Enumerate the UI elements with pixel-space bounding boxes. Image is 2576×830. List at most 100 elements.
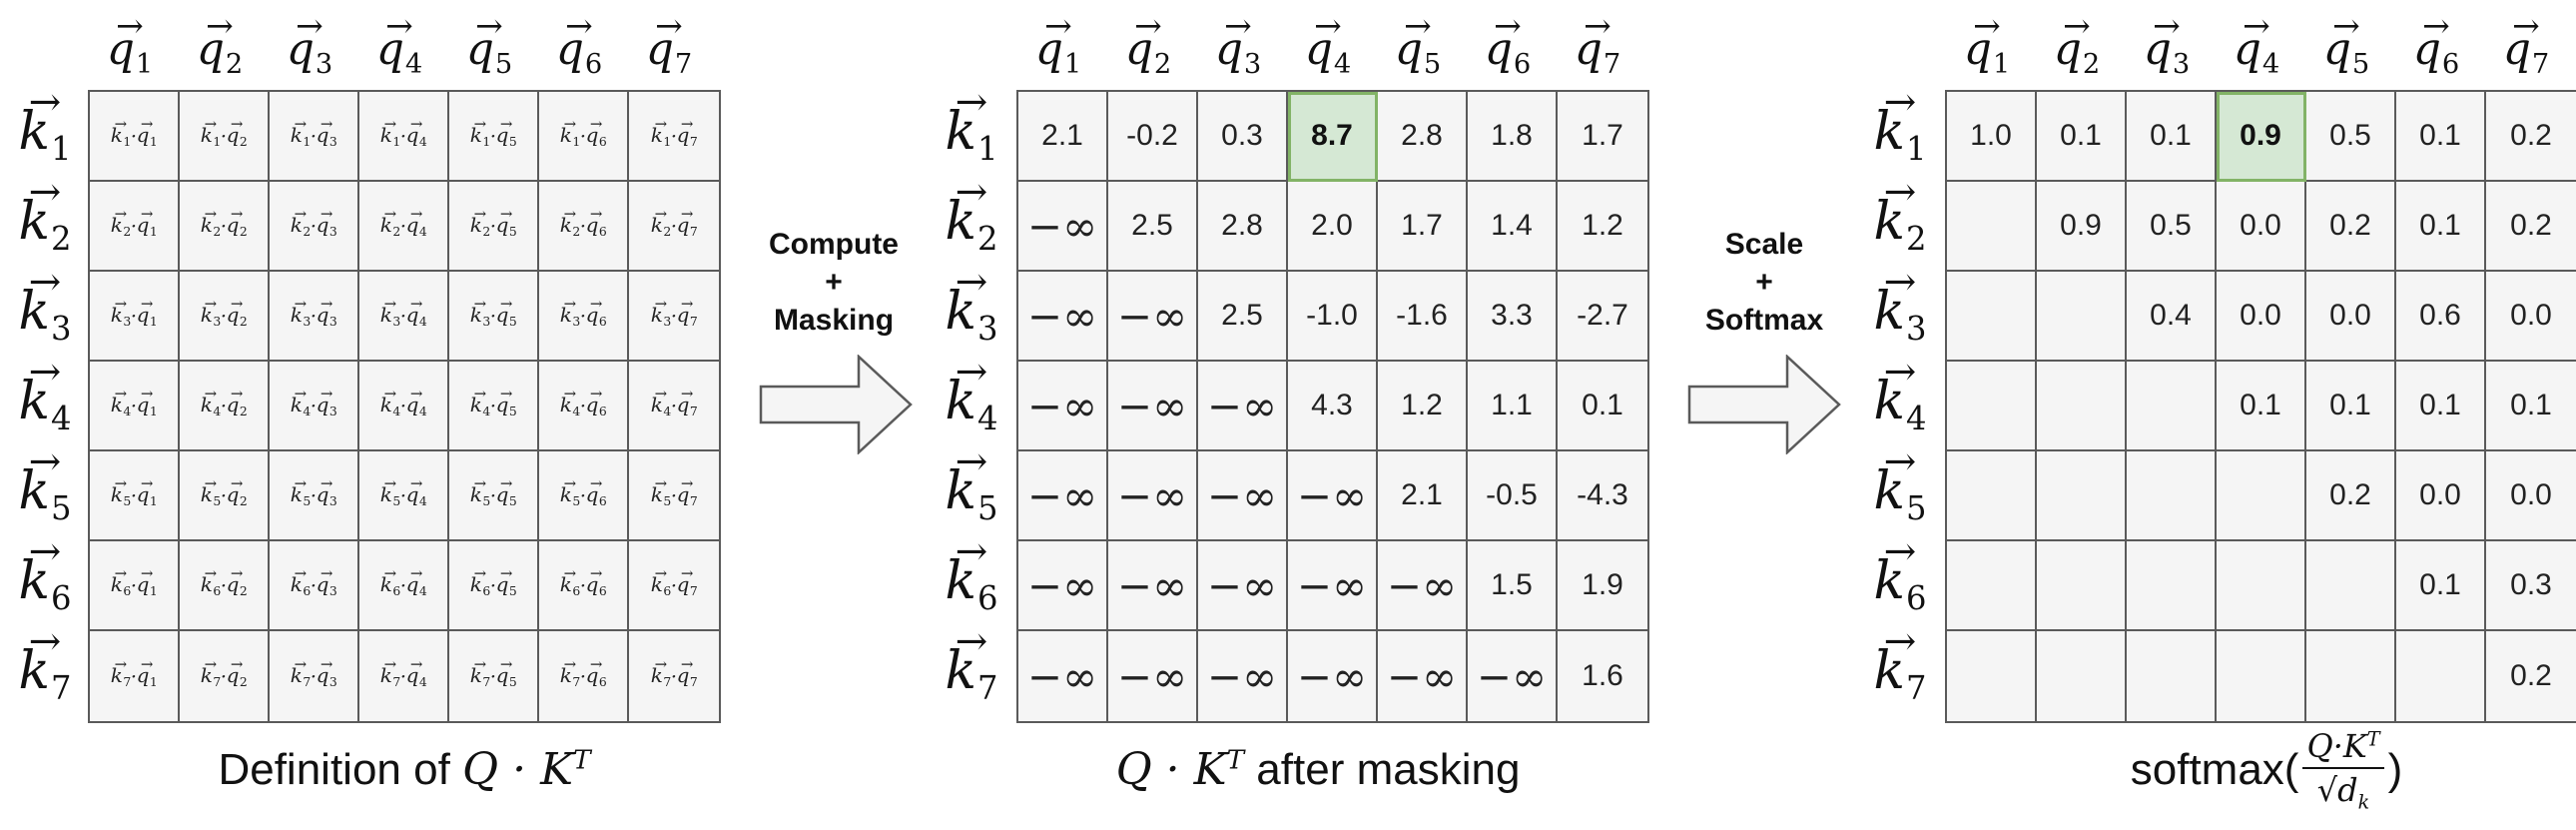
matrix-cell: 0.1 (2127, 92, 2217, 182)
matrix-cell: 0.2 (2306, 182, 2396, 272)
matrix-cell: k3 · q6 (539, 272, 629, 362)
matrix-cell: k6 · q2 (180, 541, 270, 631)
matrix-cell (1947, 362, 2037, 451)
matrix-cell: 0.0 (2217, 272, 2306, 362)
matrix-cell: 0.6 (2396, 272, 2486, 362)
matrix-cell: 0.2 (2306, 451, 2396, 541)
query-label-q3: q3 (1193, 12, 1283, 92)
matrix-cell: 1.5 (1468, 541, 1558, 631)
matrix-cell: 1.8 (1468, 92, 1558, 182)
matrix-cell: -1.6 (1378, 272, 1468, 362)
matrix-cell: −∞ (1108, 362, 1198, 451)
matrix-cell: k2 · q5 (449, 182, 539, 272)
label-line2: + (1755, 266, 1773, 299)
matrix-cell: −∞ (1018, 541, 1108, 631)
matrix-cell (2127, 362, 2217, 451)
matrix-cell: 0.1 (2396, 541, 2486, 631)
matrix-cell: 0.4 (2127, 272, 2217, 362)
query-label-q2: q2 (2032, 12, 2122, 92)
key-label-k1: k1 (927, 90, 1016, 180)
key-label-k4: k4 (927, 360, 1016, 449)
key-label-k6: k6 (927, 539, 1016, 629)
matrix-cell: 1.7 (1558, 92, 1647, 182)
key-column: k1k2k3k4k5k6k7 (1855, 90, 1945, 719)
key-label-k7: k7 (1855, 629, 1945, 719)
matrix-cell (2396, 631, 2486, 721)
key-label-k3: k3 (0, 270, 90, 360)
matrix-cell: 0.3 (2486, 541, 2576, 631)
matrix-cell: k3 · q3 (270, 272, 359, 362)
matrix-cell: k4 · q5 (449, 362, 539, 451)
caption-definition: Definition of Q · KT (90, 744, 719, 795)
matrix-cell: 0.1 (2037, 92, 2127, 182)
matrix-cell: −∞ (1468, 631, 1558, 721)
matrix-cell: 0.1 (2396, 92, 2486, 182)
matrix-cell (2037, 362, 2127, 451)
query-label-q4: q4 (354, 12, 444, 92)
query-label-q3: q3 (265, 12, 354, 92)
matrix-cell: 0.1 (2396, 362, 2486, 451)
matrix-cell: k5 · q5 (449, 451, 539, 541)
matrix-cell: 0.1 (2486, 362, 2576, 451)
label-line1: Compute (769, 228, 899, 261)
matrix-cell: k5 · q3 (270, 451, 359, 541)
query-label-q5: q5 (444, 12, 534, 92)
key-label-k2: k2 (927, 180, 1016, 270)
caption-math: Q · K (1115, 744, 1227, 795)
matrix-cell (1947, 272, 2037, 362)
key-label-k1: k1 (0, 90, 90, 180)
matrix-cell: 0.3 (1198, 92, 1288, 182)
matrix-cell (1947, 631, 2037, 721)
key-column: k1k2k3k4k5k6k7 (927, 90, 1016, 719)
matrix-cell: 1.9 (1558, 541, 1647, 631)
matrix-cell: −∞ (1198, 451, 1288, 541)
query-label-q6: q6 (2391, 12, 2481, 92)
matrix-cell: k3 · q2 (180, 272, 270, 362)
matrix-cell: k7 · q5 (449, 631, 539, 721)
matrix-cell: −∞ (1018, 182, 1108, 272)
matrix-cell: k4 · q4 (359, 362, 449, 451)
matrix-cell: k1 · q5 (449, 92, 539, 182)
matrix-cell: k3 · q4 (359, 272, 449, 362)
matrix-cell: k7 · q2 (180, 631, 270, 721)
matrix-cell: 0.9 (2037, 182, 2127, 272)
query-label-q2: q2 (175, 12, 265, 92)
key-label-k4: k4 (0, 360, 90, 449)
matrix-cell: 1.2 (1378, 362, 1468, 451)
matrix-cell: k2 · q4 (359, 182, 449, 272)
matrix-cell: 8.7 (1288, 92, 1378, 182)
query-label-q2: q2 (1103, 12, 1193, 92)
key-label-k3: k3 (1855, 270, 1945, 360)
matrix-cell (1947, 182, 2037, 272)
scale-softmax-label: Scale + Softmax (1674, 226, 1854, 340)
query-label-q1: q1 (1013, 12, 1103, 92)
caption-softmax: softmax( Q·KT √dk ) (1987, 727, 2546, 813)
matrix-cell: k7 · q6 (539, 631, 629, 721)
matrix-cell: 0.2 (2486, 182, 2576, 272)
scaled-fraction: Q·KT √dk (2302, 727, 2384, 813)
matrix-cell: k7 · q4 (359, 631, 449, 721)
matrix-cell: 4.3 (1288, 362, 1378, 451)
matrix-cell: k6 · q6 (539, 541, 629, 631)
matrix-cell: −∞ (1018, 272, 1108, 362)
matrix-cell: k5 · q2 (180, 451, 270, 541)
key-label-k3: k3 (927, 270, 1016, 360)
matrix-cell: 0.0 (2486, 451, 2576, 541)
compute-masking-label: Compute + Masking (744, 226, 924, 340)
matrix-cell: −∞ (1378, 541, 1468, 631)
key-label-k7: k7 (927, 629, 1016, 719)
query-label-q6: q6 (1463, 12, 1553, 92)
matrix-cell: k4 · q6 (539, 362, 629, 451)
matrix-cell: 1.4 (1468, 182, 1558, 272)
key-label-k5: k5 (0, 449, 90, 539)
matrix-cell (2037, 451, 2127, 541)
matrix-cell: 0.0 (2306, 272, 2396, 362)
matrix-cell: 3.3 (1468, 272, 1558, 362)
fraction-sup: T (2366, 727, 2380, 751)
matrix-cell: -4.3 (1558, 451, 1647, 541)
query-label-q4: q4 (2212, 12, 2301, 92)
right-arrow-icon (759, 355, 913, 454)
matrix-cell: 0.2 (2486, 92, 2576, 182)
matrix-cell (2306, 541, 2396, 631)
key-label-k2: k2 (0, 180, 90, 270)
